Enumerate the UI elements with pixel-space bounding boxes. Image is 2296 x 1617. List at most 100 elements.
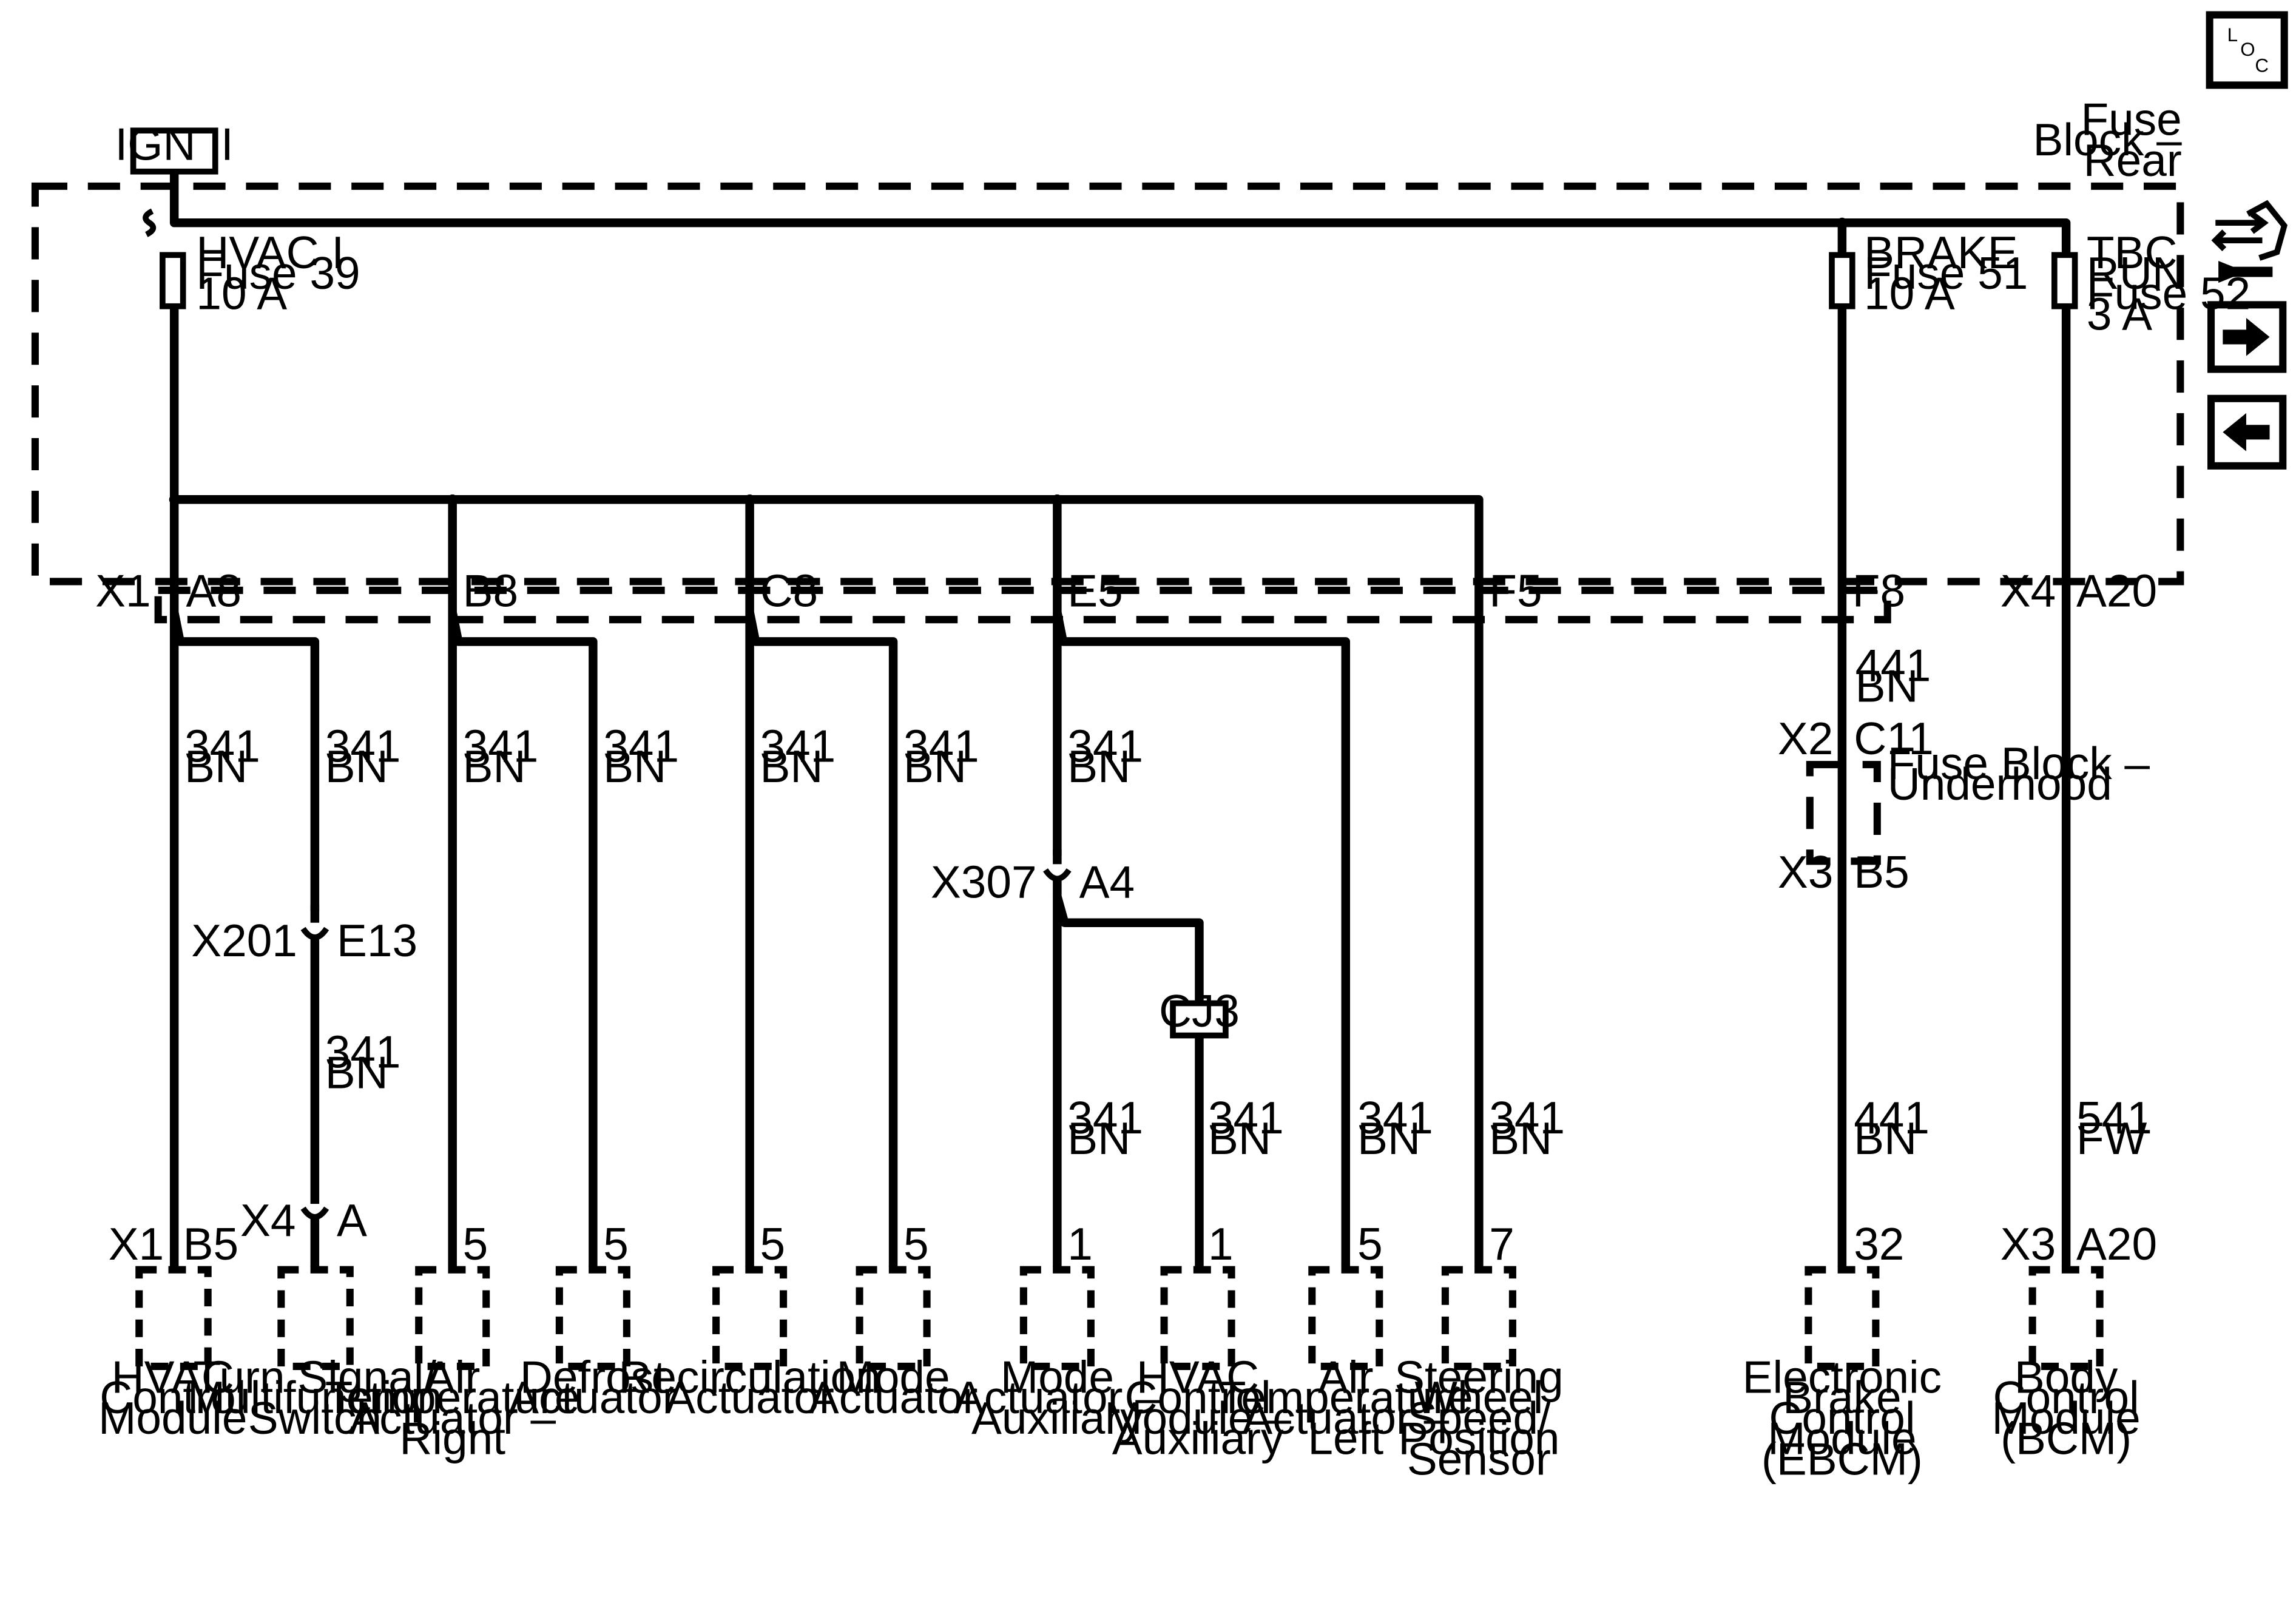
air-temp-actuator-left-box: [1308, 1266, 1383, 1370]
hvac-control-module-aux-box: [1160, 1266, 1235, 1370]
air-temp-actuator-left-label: Air Temperature Actuator – Left: [1218, 1351, 1473, 1463]
svg-text:Electronic: Electronic: [1743, 1351, 1942, 1402]
svg-text:Multifunction: Multifunction: [187, 1372, 442, 1423]
splice-dot: [169, 494, 180, 505]
fuse-52: [2051, 252, 2078, 309]
wire-label-color: BN: [1067, 741, 1130, 792]
pin-c11: C11: [1854, 713, 1934, 764]
fuse-39: [160, 252, 186, 309]
x1-connector-boundary: [154, 586, 1891, 624]
fuse-51-name: BRAKE: [1864, 227, 2018, 278]
wire-label-circuit: 341: [760, 720, 836, 771]
loc-button[interactable]: L O C: [2206, 11, 2288, 89]
svg-text:(BCM): (BCM): [2001, 1413, 2132, 1464]
turn-signal-switch-box: [277, 1266, 354, 1370]
svg-text:Auxiliary: Auxiliary: [1112, 1413, 1284, 1464]
previous-page-button[interactable]: [2207, 394, 2287, 470]
wire-label-color: BN: [903, 741, 967, 792]
x4-connector-top: [300, 1206, 329, 1220]
fuse-51: [1829, 252, 1855, 309]
mode-actuator-box: [856, 1266, 931, 1370]
svg-text:Temperature: Temperature: [325, 1372, 580, 1423]
conn-x307: X307: [931, 857, 1037, 908]
pin-b5-hvac: B5: [183, 1218, 239, 1269]
hvac-control-module-box: [135, 1266, 212, 1370]
svg-text:Module: Module: [98, 1393, 247, 1443]
svg-text:Air: Air: [1318, 1351, 1373, 1402]
ebcm-label: Electronic Brake Control Module (EBCM): [1743, 1351, 1942, 1484]
fuse-block-rear-boundary: [31, 182, 2184, 586]
next-page-button[interactable]: [2207, 301, 2287, 373]
svg-text:Brake: Brake: [1783, 1372, 1901, 1423]
ign-bus-wire: [169, 171, 2071, 261]
pin-label: 7: [1489, 1218, 1514, 1269]
svg-text:Module: Module: [1768, 1413, 1916, 1464]
svg-text:Module: Module: [1991, 1393, 2140, 1443]
fuse-block-underhood-label-1: Fuse Block –: [1888, 738, 2150, 789]
pin-e13: E13: [337, 915, 417, 966]
wire-label-circuit: 341: [1067, 1092, 1143, 1143]
pin-a4: A4: [1079, 857, 1135, 908]
fuse-52-number: Fuse 52: [2087, 268, 2250, 319]
fuse-52-name-2: RUN: [2087, 248, 2185, 299]
wire-label-color: BN: [760, 741, 823, 792]
fuse-block-underhood-label-2: Underhood: [1888, 758, 2112, 809]
air-temp-actuator-right-label: Air Temperature Actuator – Right: [325, 1351, 580, 1463]
wire-label-color: BN: [1208, 1113, 1271, 1164]
conn-x3-bcm: X3: [2001, 1218, 2056, 1269]
fuse-block-rear-label-2: Block –: [2033, 114, 2182, 165]
wire-label-circuit: 541: [2076, 1092, 2152, 1143]
pin-f5: F5: [1489, 565, 1542, 616]
bus-break-symbol: [143, 208, 157, 237]
loc-c: C: [2255, 55, 2269, 76]
svg-text:Speed/: Speed/: [1407, 1393, 1551, 1443]
ebcm-box: [1805, 1266, 1880, 1370]
loc-l: L: [2227, 24, 2238, 46]
wire-label-circuit: 341: [184, 720, 260, 771]
fuse-block-rear-label-1: Fuse: [2081, 93, 2181, 144]
svg-text:HVAC: HVAC: [112, 1351, 234, 1402]
c8-branch-wire: [745, 611, 898, 1267]
svg-text:Module –: Module –: [1104, 1393, 1291, 1443]
conn-x4-inline: X4: [240, 1195, 296, 1246]
pin-c8: C8: [760, 565, 818, 616]
x307-branch-wire: [1053, 895, 1204, 1004]
pin-label: 5: [603, 1218, 629, 1269]
svg-text:(EBCM): (EBCM): [1761, 1434, 1923, 1485]
wire-label-circuit: 341: [1208, 1092, 1284, 1143]
mode-actuator-label: Mode Actuator: [809, 1351, 978, 1423]
svg-text:Actuator: Actuator: [809, 1372, 978, 1423]
wire-label-color: BN: [1067, 1113, 1130, 1164]
hvac-control-module-aux-label: HVAC Control Module – Auxiliary: [1104, 1351, 1291, 1463]
wire-label-circuit: 341: [1489, 1092, 1565, 1143]
conn-x1: X1: [95, 565, 151, 616]
a8-branch-wire: [170, 611, 320, 911]
svg-text:Wheel: Wheel: [1414, 1372, 1543, 1423]
wire-label-color: BN: [1855, 660, 1919, 711]
svg-text:Mode: Mode: [1001, 1351, 1114, 1402]
wire-label-circuit: 341: [603, 720, 679, 771]
wire-label-circuit: 341: [325, 720, 401, 771]
wire-label-color: BN: [325, 1047, 388, 1098]
svg-text:Mode: Mode: [837, 1351, 950, 1402]
fuse-39-name: HVAC I: [196, 227, 344, 278]
fuse-52-rating: 3 A: [2087, 288, 2152, 339]
cj3-label: CJ3: [1159, 985, 1240, 1036]
fuse-39-number: Fuse 39: [196, 248, 360, 299]
svg-text:Defrost: Defrost: [520, 1351, 666, 1402]
svg-text:HVAC: HVAC: [1136, 1351, 1259, 1402]
connector-wrench-icon[interactable]: [2211, 200, 2288, 283]
svg-text:Position: Position: [1398, 1413, 1559, 1464]
wire-label-color: FW: [2076, 1113, 2147, 1164]
pin-label: 32: [1854, 1218, 1904, 1269]
steering-wheel-sensor-box: [1441, 1266, 1516, 1370]
pin-a20: A20: [2076, 565, 2157, 616]
pin-label: 1: [1208, 1218, 1234, 1269]
fuse-51-number: Fuse 51: [1864, 248, 2028, 299]
svg-text:Recirculation: Recirculation: [618, 1351, 880, 1402]
x201-connector-top: [300, 927, 329, 940]
pin-a: A: [337, 1195, 367, 1246]
internal-bus-wire: [174, 495, 1484, 1267]
ign-ii-label: IGN II: [115, 118, 234, 169]
conn-x1-hvac: X1: [109, 1218, 164, 1269]
